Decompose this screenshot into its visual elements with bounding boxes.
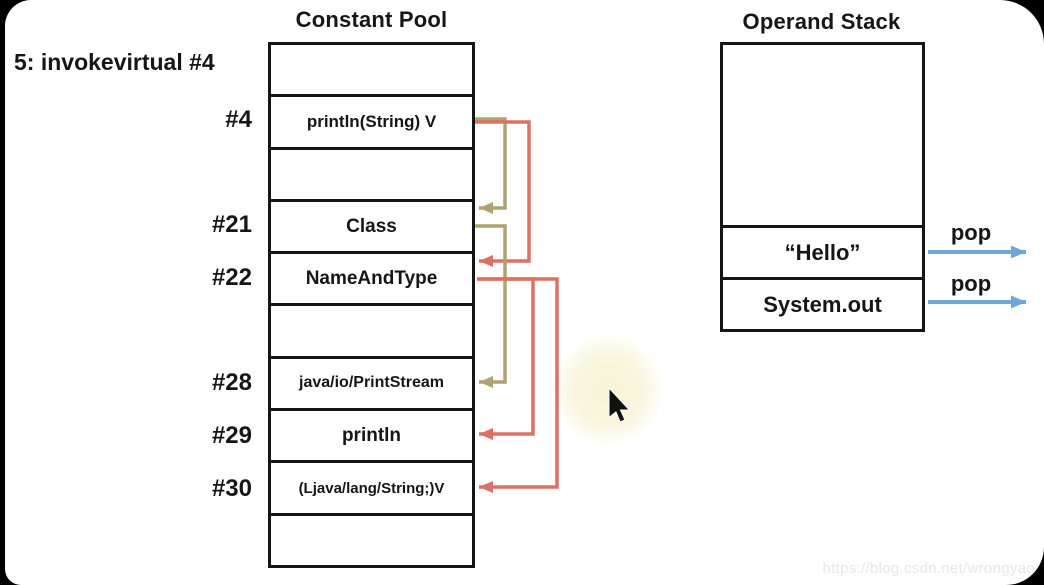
pool-row-4: println(String) V [271,97,472,150]
bytecode-instruction: 5: invokevirtual #4 [14,49,215,75]
pool-index-label-30: #30 [211,475,252,502]
operand-stack-title: Operand Stack [742,9,901,34]
operand-stack-empty-area [723,45,922,225]
pool-row-empty-2 [271,150,472,202]
pool-index-label-4: #4 [225,106,252,133]
stack-entry-system-out: System.out [723,277,922,329]
constant-pool-table: println(String) V Class NameAndType java… [268,42,475,568]
pool-row-22: NameAndType [271,254,472,307]
pop-label-2: pop [950,271,992,296]
cursor-highlight-glow [552,334,664,446]
pool-index-label-28: #28 [211,369,252,396]
pool-row-empty-1 [271,45,472,98]
stack-entry-hello: “Hello” [723,225,922,277]
operand-stack-table: “Hello” System.out [720,42,925,332]
pool-row-30: (Ljava/lang/String;)V [271,463,472,516]
pool-index-label-21: #21 [211,211,252,238]
pool-index-label-22: #22 [211,264,252,291]
pool-row-empty-4 [271,516,472,565]
pool-row-empty-3 [271,306,472,359]
pool-row-29: println [271,411,472,464]
pop-label-1: pop [950,220,992,245]
pool-row-21: Class [271,202,472,255]
constant-pool-title: Constant Pool [295,7,448,32]
pool-index-label-29: #29 [211,422,252,449]
pool-row-28: java/io/PrintStream [271,359,472,412]
watermark: https://blog.csdn.net/wrongyao [822,560,1035,577]
